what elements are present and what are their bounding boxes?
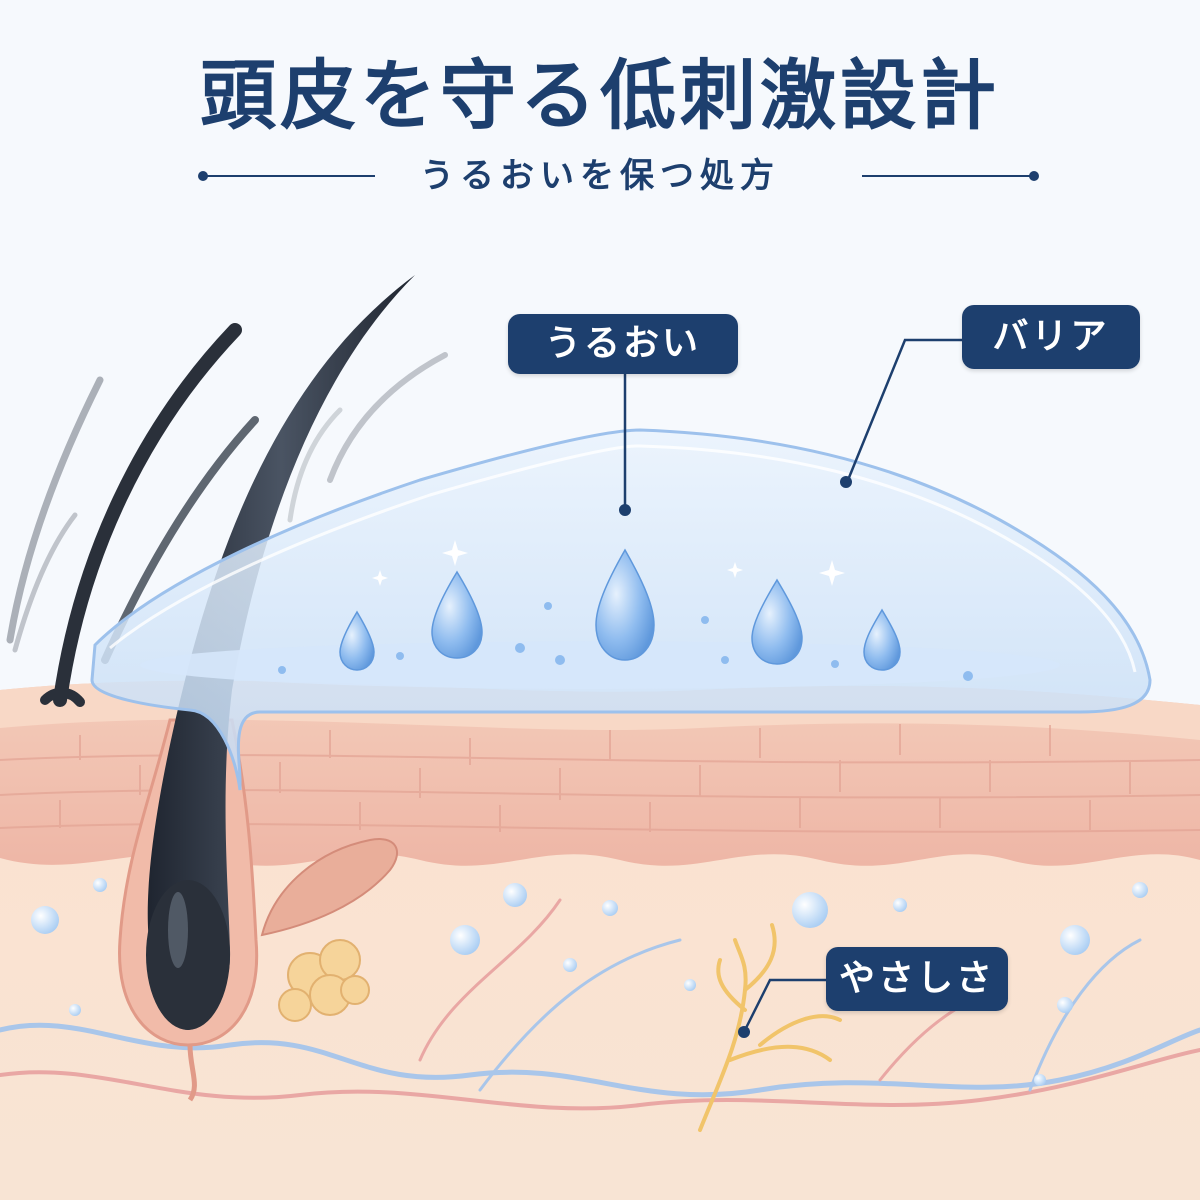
sparkles (372, 540, 845, 586)
skin-cells (0, 724, 1200, 833)
page-title: 頭皮を守る低刺激設計 (200, 51, 1000, 140)
sebaceous-gland (278, 939, 370, 1022)
gentleness-label: やさしさ (826, 947, 1008, 1011)
subtitle-row: うるおいを保つ処方 (0, 152, 1200, 200)
arrector-pili-muscle (260, 838, 399, 937)
nerve-fiber (698, 923, 842, 1132)
blood-vessels (0, 898, 1200, 1111)
leader-dots (619, 476, 852, 1038)
water-drops (278, 548, 973, 681)
rule-left (205, 175, 375, 177)
main-hair (146, 275, 416, 1030)
moisture-bubbles (31, 878, 1148, 1086)
moisture-label: うるおい (508, 314, 738, 374)
rule-dot-left (198, 171, 208, 181)
header: 頭皮を守る低刺激設計 うるおいを保つ処方 (0, 0, 1200, 230)
leader-lines (623, 338, 962, 1031)
rule-right (862, 175, 1034, 177)
barrier-label: バリア (962, 305, 1140, 369)
page-subtitle: うるおいを保つ処方 (420, 156, 780, 196)
background-hairs (6, 352, 448, 653)
rule-dot-right (1029, 171, 1039, 181)
dermal-papilla-stem (187, 1044, 197, 1102)
